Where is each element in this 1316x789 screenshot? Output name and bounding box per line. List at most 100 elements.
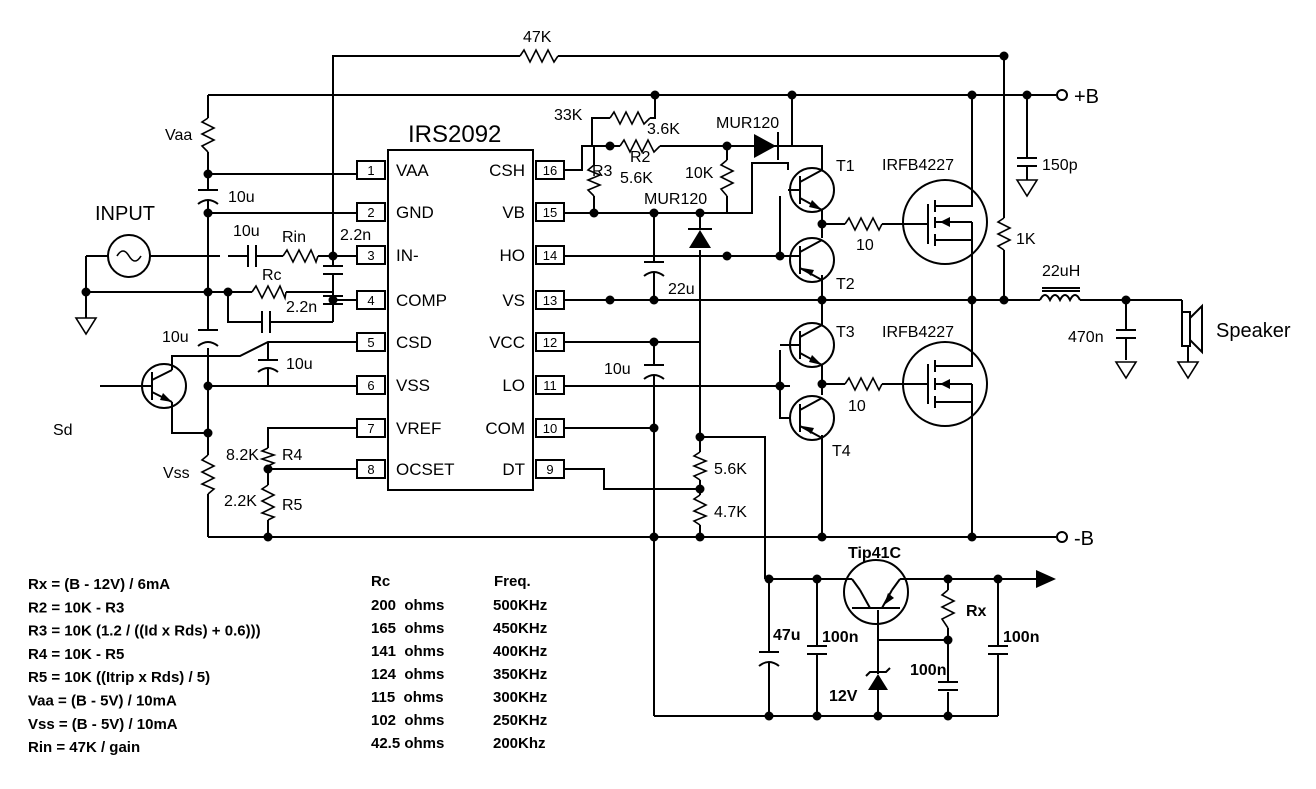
- capacitor-vcc: [643, 364, 665, 380]
- label-speaker: Speaker: [1216, 320, 1291, 342]
- resistor-r4: [259, 447, 277, 467]
- ic-pin-box-11: [535, 375, 565, 395]
- equation-line: Rin = 47K / gain: [28, 739, 140, 756]
- ic-pin-number: 13: [543, 293, 557, 308]
- arrow-output: [1036, 570, 1056, 588]
- ic-pin-box-13: [535, 290, 565, 310]
- label-r33k: 33K: [554, 107, 583, 124]
- equation-line: R3 = 10K (1.2 / ((Id x Rds) + 0.6))): [28, 623, 261, 640]
- ic-pin-number: 10: [543, 421, 557, 436]
- capacitor-csd: [257, 359, 279, 373]
- inductor-22uh: [1039, 287, 1081, 303]
- table-cell-rc: 124 ohms: [371, 666, 444, 683]
- ic-pin-number: 15: [543, 205, 557, 220]
- ic-pin-label: COM: [485, 419, 525, 438]
- ic-pin-box-5: [356, 332, 386, 352]
- label-vaa: Vaa: [165, 127, 192, 144]
- label-feedback: 47K: [523, 29, 552, 46]
- ic-pin-label: DT: [502, 460, 525, 479]
- ic-pin-label: COMP: [396, 291, 447, 310]
- ic-pin-number: 1: [367, 163, 374, 178]
- label-minus-b: -B: [1074, 528, 1094, 550]
- transistor-t4: [789, 395, 835, 441]
- ic-pin-number: 6: [367, 378, 374, 393]
- transistor-t1: [788, 167, 835, 213]
- ic-pin-number: 2: [367, 205, 374, 220]
- label-tip: Tip41C: [848, 545, 902, 562]
- resistor-1k: [996, 217, 1012, 251]
- resistor-dt-5k6: [691, 451, 709, 481]
- ic-pin-label: OCSET: [396, 460, 455, 479]
- terminal-plus-b: [1056, 89, 1068, 101]
- capacitor-input: [247, 245, 257, 267]
- capacitor-comp: [261, 311, 271, 333]
- label-c-vb: 22u: [668, 281, 695, 298]
- equation-line: R5 = 10K ((Itrip x Rds) / 5): [28, 669, 210, 686]
- label-r3-val: 5.6K: [620, 170, 653, 187]
- table-cell-freq: 200Khz: [493, 735, 546, 752]
- resistor-rx: [940, 589, 956, 629]
- label-c-vaa: 10u: [228, 189, 255, 206]
- label-r4: R4: [282, 447, 303, 464]
- ground-470n: [1114, 361, 1138, 380]
- label-input: INPUT: [95, 203, 155, 225]
- equation-line: Rx = (B - 12V) / 6mA: [28, 576, 170, 593]
- ic-pin-box-4: [356, 290, 386, 310]
- capacitor-22u: [643, 261, 665, 277]
- mosfet-high: [902, 179, 988, 265]
- ic-pin-label: IN-: [396, 246, 419, 265]
- table-cell-freq: 250KHz: [493, 712, 547, 729]
- ic-pin-number: 9: [546, 462, 553, 477]
- resistor-r3: [585, 164, 603, 197]
- ic-pin-number: 4: [367, 293, 374, 308]
- label-r2-val: 3.6K: [647, 121, 680, 138]
- capacitor-100n-a: [807, 645, 827, 655]
- capacitor-470n: [1116, 329, 1136, 339]
- ic-pin-label: VAA: [396, 161, 429, 180]
- ground-speaker: [1176, 361, 1200, 380]
- ac-source: [107, 234, 151, 278]
- resistor-vss: [200, 454, 216, 495]
- label-rc: Rc: [262, 267, 282, 284]
- label-c-vss: 10u: [162, 329, 189, 346]
- ic-pin-label: VSS: [396, 376, 430, 395]
- component-labels: 47K +B -B Vaa Vss INPUT Sd 10u 10u Rin 2…: [53, 29, 1291, 705]
- ic-pin-box-6: [356, 375, 386, 395]
- label-r10k: 10K: [685, 165, 714, 182]
- junctions: [81, 51, 1131, 721]
- label-c100n-a: 100n: [822, 629, 858, 646]
- ground-left: [74, 317, 98, 336]
- ic-pin-box-1: [356, 160, 386, 180]
- ic-pin-box-3: [356, 245, 386, 265]
- label-r1k: 1K: [1016, 231, 1036, 248]
- ic-pin-number: 5: [367, 335, 374, 350]
- ic-pin-label: VS: [502, 291, 525, 310]
- label-rx: Rx: [966, 603, 987, 620]
- ic-pin-label: HO: [500, 246, 526, 265]
- label-c100n-b: 100n: [910, 662, 946, 679]
- label-r3: R3: [592, 163, 613, 180]
- diode-mur120-mid: [688, 228, 712, 248]
- table-cell-rc: 141 ohms: [371, 643, 444, 660]
- terminal-minus-b: [1056, 531, 1068, 543]
- resistor-rc: [251, 284, 287, 301]
- label-c47u: 47u: [773, 627, 801, 644]
- ic-pin-box-7: [356, 418, 386, 438]
- equation-line: R4 = 10K - R5: [28, 646, 124, 663]
- capacitor-150p: [1017, 157, 1037, 167]
- ic-title: IRS2092: [408, 121, 501, 148]
- ic-pin-label: CSH: [489, 161, 525, 180]
- label-c-vcc: 10u: [604, 361, 631, 378]
- mosfet-low: [902, 341, 988, 427]
- table-cell-rc: 102 ohms: [371, 712, 444, 729]
- equation-line: Vss = (B - 5V) / 10mA: [28, 716, 178, 733]
- label-r-g2: 10: [848, 398, 866, 415]
- label-c100n-c: 100n: [1003, 629, 1039, 646]
- table-cell-freq: 300KHz: [493, 689, 547, 706]
- table-cell-freq: 400KHz: [493, 643, 547, 660]
- label-r-dt1: 5.6K: [714, 461, 747, 478]
